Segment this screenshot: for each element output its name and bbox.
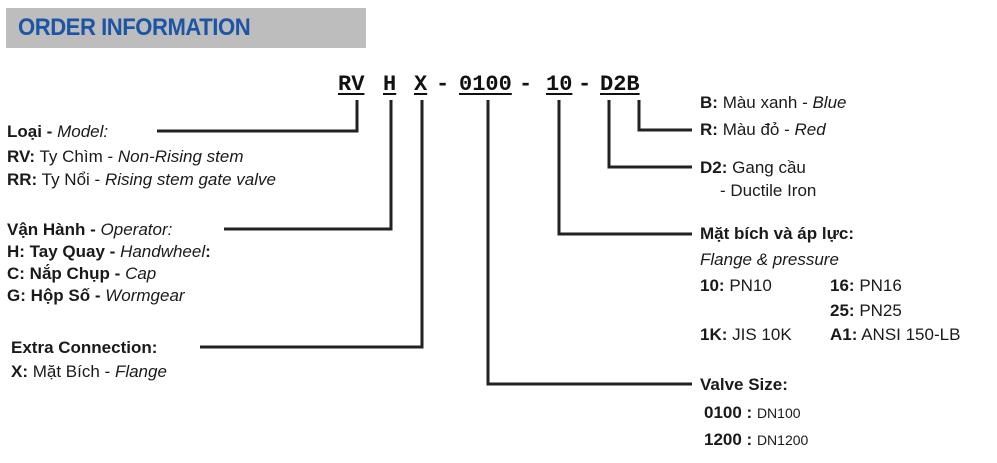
valve-size-item-1200: 1200 : DN1200 xyxy=(704,430,809,449)
code-size: 0100 xyxy=(459,72,512,97)
color-item-red: R: Màu đỏ - Red xyxy=(700,120,826,139)
operator-item-h: H: Tay Quay - Handwheel: xyxy=(7,242,211,261)
color-item-blue: B: Màu xanh - Blue xyxy=(700,93,847,112)
operator-item-g: G: Hộp Số - Wormgear xyxy=(7,286,185,305)
operator-heading: Vận Hành - Operator: xyxy=(7,220,173,239)
code-model: RV xyxy=(338,72,365,97)
material-item-en: - Ductile Iron xyxy=(720,181,817,200)
valve-size-item-0100: 0100 : DN100 xyxy=(704,403,801,422)
flange-item-16: 16: PN16 xyxy=(830,276,902,295)
title-banner: ORDER INFORMATION xyxy=(6,8,366,48)
valve-size-heading: Valve Size: xyxy=(700,375,788,394)
model-item-rr: RR: Ty Nổi - Rising stem gate valve xyxy=(7,170,276,189)
model-connector xyxy=(157,100,359,133)
code-operator: H xyxy=(383,72,397,97)
connection-heading: Extra Connection: xyxy=(11,338,158,357)
code-pressure: 10 xyxy=(546,72,573,97)
flange-item-1k: 1K: JIS 10K xyxy=(700,325,792,344)
code-separator: - xyxy=(578,72,592,97)
operator-connector xyxy=(224,100,393,231)
size-connector xyxy=(486,100,692,386)
connection-item-x: X: Mặt Bích - Flange xyxy=(11,362,167,381)
flange-item-25: 25: PN25 xyxy=(830,301,902,320)
flange-heading-en: Flange & pressure xyxy=(700,250,839,269)
code-connection: X xyxy=(414,72,428,97)
operator-item-c: C: Nắp Chụp - Cap xyxy=(7,264,157,283)
page-title: ORDER INFORMATION xyxy=(18,14,251,41)
flange-heading: Mặt bích và áp lực: xyxy=(700,224,855,243)
flange-item-a1: A1: ANSI 150-LB xyxy=(830,325,961,344)
pressure-connector xyxy=(557,100,692,236)
color-connector xyxy=(637,100,692,132)
material-item: D2: Gang cầu xyxy=(700,158,806,177)
model-heading: Loại - Model: xyxy=(7,122,109,141)
code-separator: - xyxy=(436,72,450,97)
model-item-rv: RV: Ty Chìm - Non-Rising stem xyxy=(7,147,244,166)
code-separator: - xyxy=(519,72,533,97)
code-material: D2B xyxy=(600,72,640,97)
connection-connector xyxy=(200,100,424,349)
material-connector xyxy=(607,100,692,169)
flange-item-10: 10: PN10 xyxy=(700,276,772,295)
